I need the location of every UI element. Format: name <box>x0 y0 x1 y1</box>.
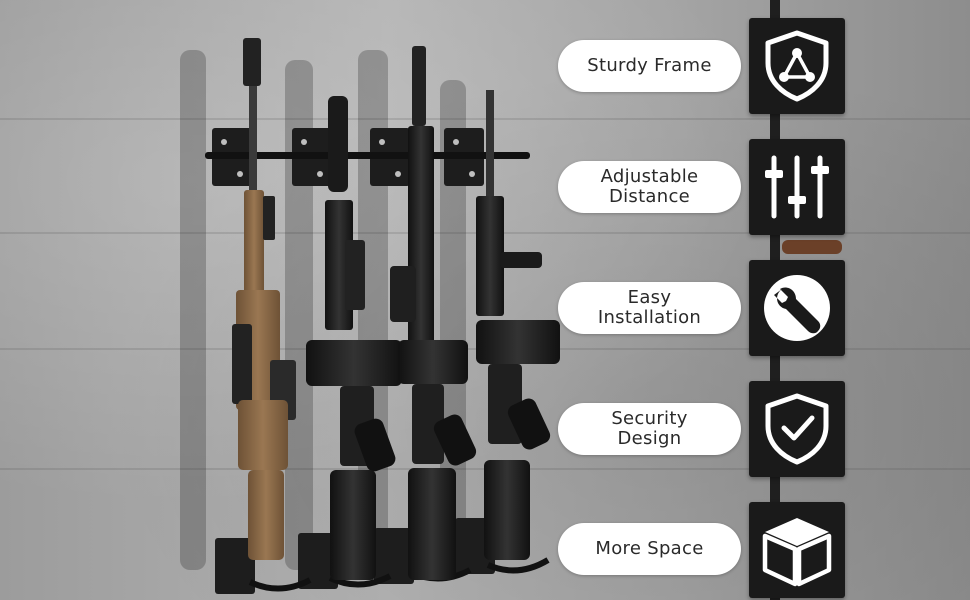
bottom-rack-mounts <box>215 518 550 594</box>
feature-label: More Space <box>595 538 704 559</box>
feature-pill-easy-installation: Easy Installation <box>558 282 741 334</box>
feature-label: Adjustable Distance <box>600 166 699 207</box>
shield-check-icon <box>749 381 845 477</box>
rifle-tan <box>232 38 296 560</box>
shield-network-icon <box>749 18 845 114</box>
top-rack-rail <box>205 128 530 186</box>
wooden-handle <box>782 240 842 254</box>
wrench-icon <box>749 260 845 356</box>
feature-pill-sturdy-frame: Sturdy Frame <box>558 40 741 92</box>
sliders-icon <box>749 139 845 235</box>
feature-label: Easy Installation <box>597 287 702 328</box>
rifle-black-1 <box>306 96 402 580</box>
feature-pill-more-space: More Space <box>558 523 741 575</box>
feature-pill-security-design: Security Design <box>558 403 741 455</box>
feature-label: Sturdy Frame <box>587 55 712 76</box>
feature-pill-adjustable-distance: Adjustable Distance <box>558 161 741 213</box>
wall-seam <box>0 118 970 120</box>
box-icon <box>749 502 845 598</box>
rifle-black-2 <box>390 46 477 580</box>
feature-label: Security Design <box>611 408 688 449</box>
rifle-black-3 <box>476 90 560 560</box>
